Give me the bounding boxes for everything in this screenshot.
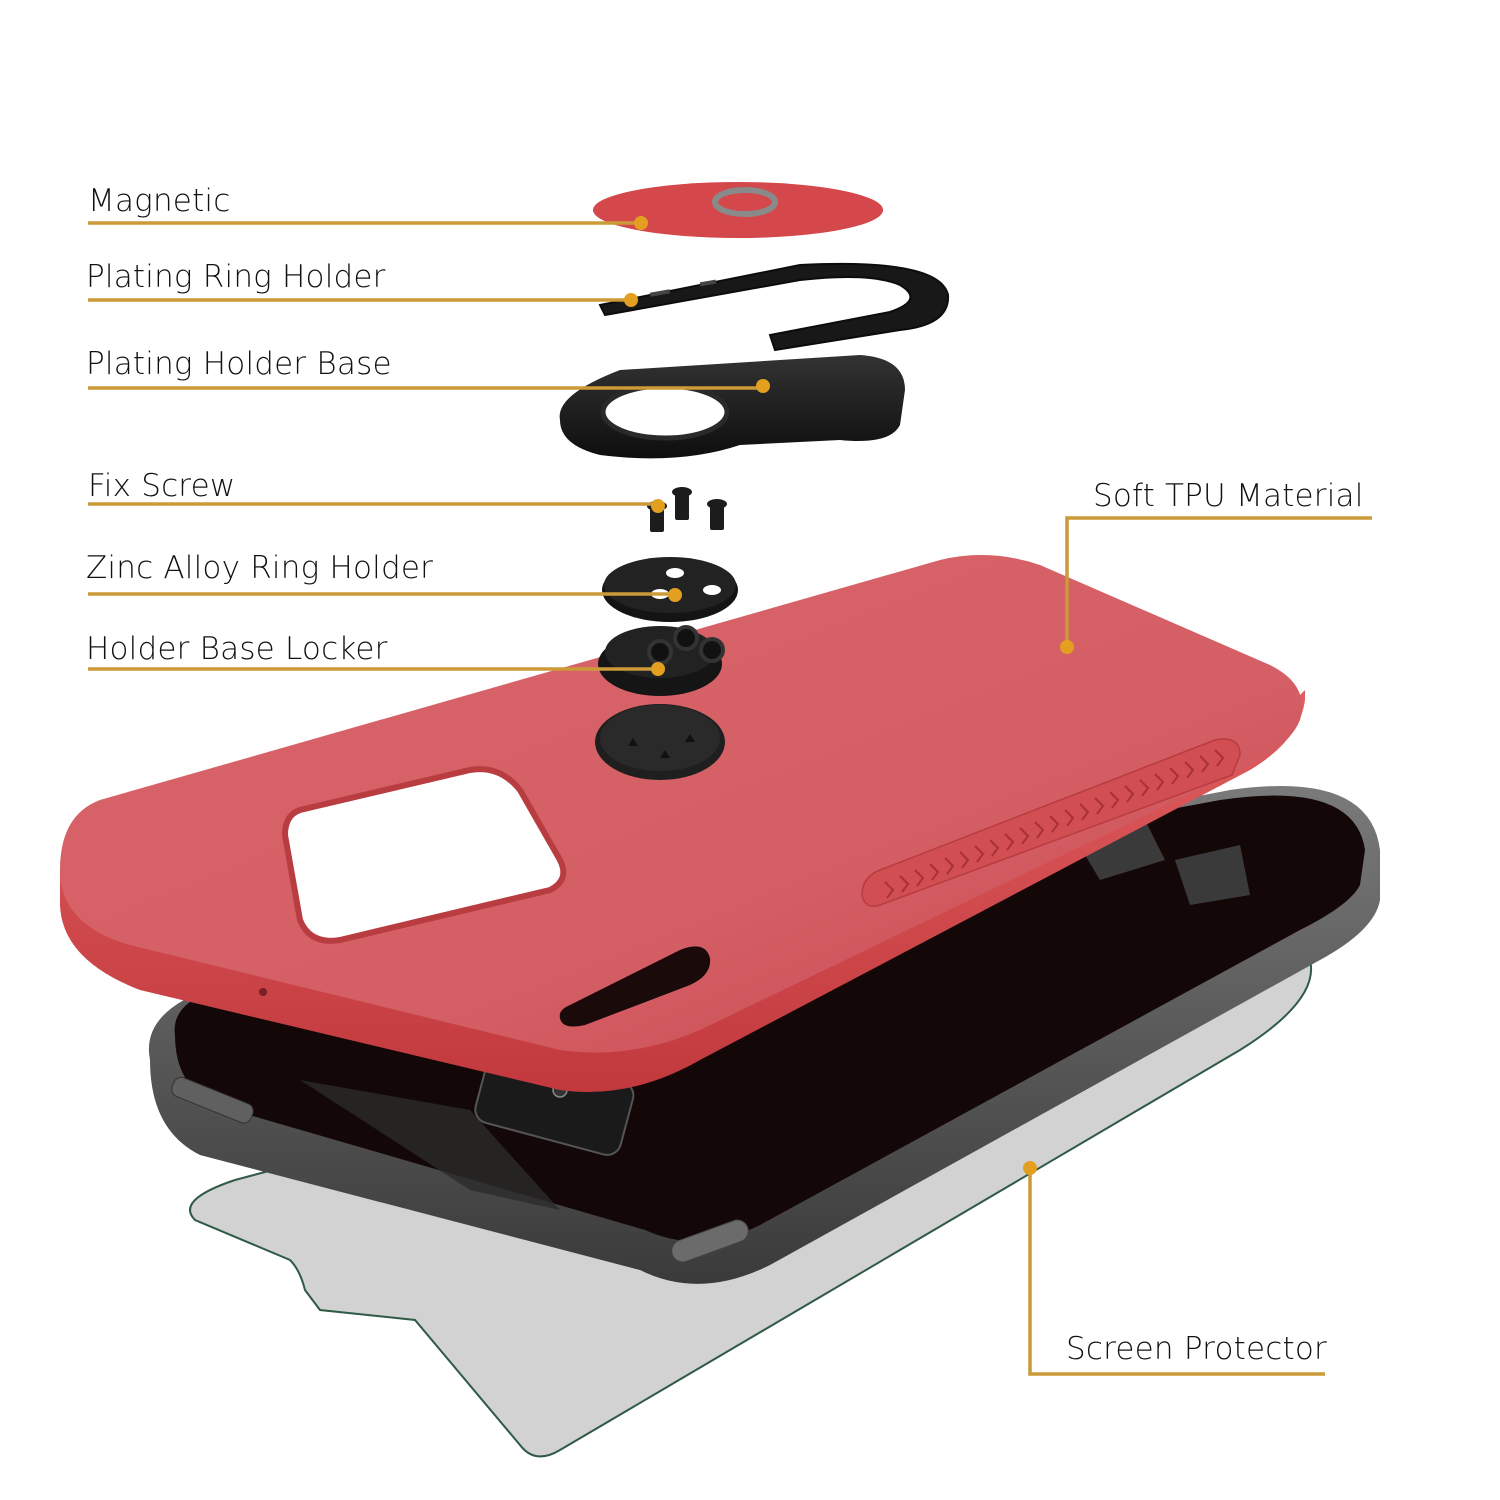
mic-hole: [259, 988, 267, 996]
charging-port-cutout: [559, 946, 711, 1027]
callout-dot-holder-base-locker: [651, 662, 665, 676]
callout-dot-plating-holder-base: [756, 379, 770, 393]
callout-label-plating-ring-holder: Plating Ring Holder: [86, 259, 386, 295]
brand-logo-icon: [712, 187, 778, 217]
callout-label-fix-screw: Fix Screw: [88, 468, 236, 504]
leader-line-soft-tpu-material: [1065, 516, 1372, 647]
callout-label-soft-tpu-material: Soft TPU Material: [1093, 478, 1364, 514]
bottom-disc-part: [595, 704, 725, 780]
callout-dot-magnetic: [634, 216, 648, 230]
callout-label-holder-base-locker: Holder Base Locker: [86, 631, 388, 667]
callout-label-zinc-alloy-ring-holder: Zinc Alloy Ring Holder: [86, 550, 434, 586]
leader-dots: [624, 216, 1074, 1175]
camera-cutout: [281, 766, 567, 944]
callout-dot-plating-ring-holder: [624, 293, 638, 307]
plating-ring-holder-part: [598, 262, 950, 352]
sim-tray: [171, 1076, 254, 1124]
leader-lines: [88, 221, 1372, 1376]
callout-label-plating-holder-base: Plating Holder Base: [86, 346, 392, 382]
callout-label-screen-protector: Screen Protector: [1066, 1331, 1327, 1367]
magnetic-plate-part: [593, 182, 883, 238]
callout-dot-zinc-alloy-ring-holder: [668, 588, 682, 602]
callout-dot-screen-protector: [1023, 1161, 1037, 1175]
leader-line-screen-protector: [1028, 1168, 1325, 1376]
callout-label-magnetic: Magnetic: [88, 183, 231, 219]
callout-dot-soft-tpu-material: [1060, 640, 1074, 654]
tpu-case-part: [60, 555, 1305, 1092]
grip-texture-strip: [861, 738, 1241, 907]
plating-holder-base-part: [559, 355, 905, 459]
side-button: [671, 1219, 749, 1263]
callout-dot-fix-screw: [651, 499, 665, 513]
zinc-alloy-ring-holder-part: [602, 557, 738, 622]
